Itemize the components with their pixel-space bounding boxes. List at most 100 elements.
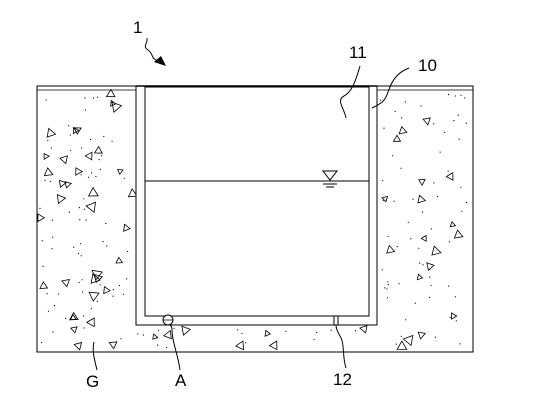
- soil-aggregate: [426, 262, 435, 272]
- soil-aggregate: [56, 194, 67, 205]
- soil-dot: [123, 177, 125, 179]
- soil-dot: [392, 155, 394, 157]
- soil-aggregate: [402, 334, 414, 347]
- soil-dot: [419, 262, 421, 264]
- soil-dot: [420, 105, 422, 107]
- soil-aggregate: [450, 312, 458, 320]
- soil-dot: [453, 120, 455, 122]
- soil-aggregate: [417, 179, 426, 186]
- soil-dot: [448, 241, 450, 243]
- soil-dot: [448, 285, 450, 287]
- soil-aggregate: [162, 329, 172, 340]
- soil-dot: [65, 317, 67, 320]
- soil-dot: [433, 123, 435, 125]
- soil-aggregate: [85, 201, 96, 214]
- soil-dot: [112, 289, 115, 291]
- soil-aggregate: [108, 341, 118, 350]
- soil-dot: [437, 195, 439, 198]
- soil-aggregate: [268, 340, 278, 351]
- soil-dot: [52, 236, 54, 238]
- soil-aggregate: [116, 168, 124, 176]
- soil-dot: [120, 338, 122, 340]
- soil-dot: [455, 320, 457, 322]
- soil-dot: [414, 302, 416, 304]
- soil-aggregate: [43, 152, 50, 161]
- soil-dot: [82, 315, 85, 317]
- soil-dot: [460, 94, 462, 96]
- soil-dot: [313, 339, 315, 341]
- leader-lines: [92, 37, 410, 371]
- ground-texture: [37, 88, 467, 351]
- soil-dot: [401, 117, 403, 119]
- soil-dot: [81, 147, 83, 149]
- soil-dot: [118, 285, 120, 287]
- soil-dot: [166, 347, 168, 349]
- soil-dot: [127, 250, 129, 253]
- drain-marker: [333, 316, 339, 325]
- soil-aggregate: [392, 134, 402, 142]
- soil-dot: [51, 248, 53, 250]
- soil-dot: [418, 247, 420, 249]
- soil-dot: [383, 127, 385, 129]
- soil-dot: [447, 170, 449, 172]
- soil-dot: [396, 246, 398, 248]
- soil-dot: [53, 305, 56, 307]
- soil-dot: [412, 198, 414, 200]
- soil-dot: [404, 101, 406, 103]
- soil-aggregate: [381, 195, 389, 203]
- soil-dot: [84, 97, 86, 99]
- soil-dot: [92, 97, 95, 99]
- water-level-symbol: [321, 170, 339, 188]
- soil-aggregate: [91, 269, 103, 281]
- soil-aggregate: [359, 325, 368, 334]
- soil-aggregate: [84, 151, 93, 161]
- soil-aggregate: [64, 181, 72, 189]
- soil-dot: [382, 180, 384, 182]
- soil-aggregate: [58, 179, 67, 188]
- soil-dot: [98, 159, 100, 161]
- soil-dot: [80, 174, 82, 176]
- soil-dot: [69, 134, 71, 136]
- soil-aggregate: [72, 126, 80, 135]
- soil-dot: [465, 122, 467, 124]
- soil-dot: [105, 222, 107, 225]
- soil-dot: [429, 276, 431, 278]
- soil-aggregate: [93, 145, 103, 154]
- soil-dot: [387, 297, 389, 299]
- soil-aggregate: [87, 186, 99, 197]
- soil-dot: [83, 208, 85, 210]
- soil-dot: [96, 96, 99, 98]
- soil-dot: [381, 269, 383, 271]
- soil-dot: [42, 265, 44, 267]
- soil-dot: [51, 219, 54, 221]
- soil-aggregate: [105, 88, 116, 98]
- soil-aggregate: [111, 101, 123, 113]
- soil-dot: [429, 296, 431, 298]
- soil-aggregate: [445, 171, 454, 181]
- soil-dot: [77, 253, 80, 255]
- soil-dot: [91, 172, 93, 174]
- soil-dot: [410, 238, 412, 240]
- soil-dot: [459, 343, 461, 345]
- soil-aggregate: [264, 329, 272, 337]
- soil-dot: [382, 199, 384, 201]
- soil-dot: [68, 211, 70, 213]
- soil-aggregate: [152, 333, 159, 340]
- soil-dot: [101, 155, 103, 157]
- soil-dot: [47, 310, 50, 312]
- soil-dot: [90, 308, 92, 310]
- label-tank-wall: 10: [418, 56, 437, 75]
- soil-dot: [83, 327, 85, 329]
- soil-aggregate: [61, 278, 71, 288]
- soil-dot: [460, 186, 462, 188]
- label-detail: A: [175, 371, 187, 390]
- soil-dot: [393, 200, 395, 202]
- soil-dot: [422, 264, 424, 266]
- soil-dot: [85, 219, 87, 221]
- soil-dot: [330, 329, 332, 331]
- soil-aggregate: [398, 125, 408, 135]
- soil-dot: [44, 179, 46, 181]
- label-device: 1: [133, 18, 142, 37]
- soil-dot: [99, 284, 101, 286]
